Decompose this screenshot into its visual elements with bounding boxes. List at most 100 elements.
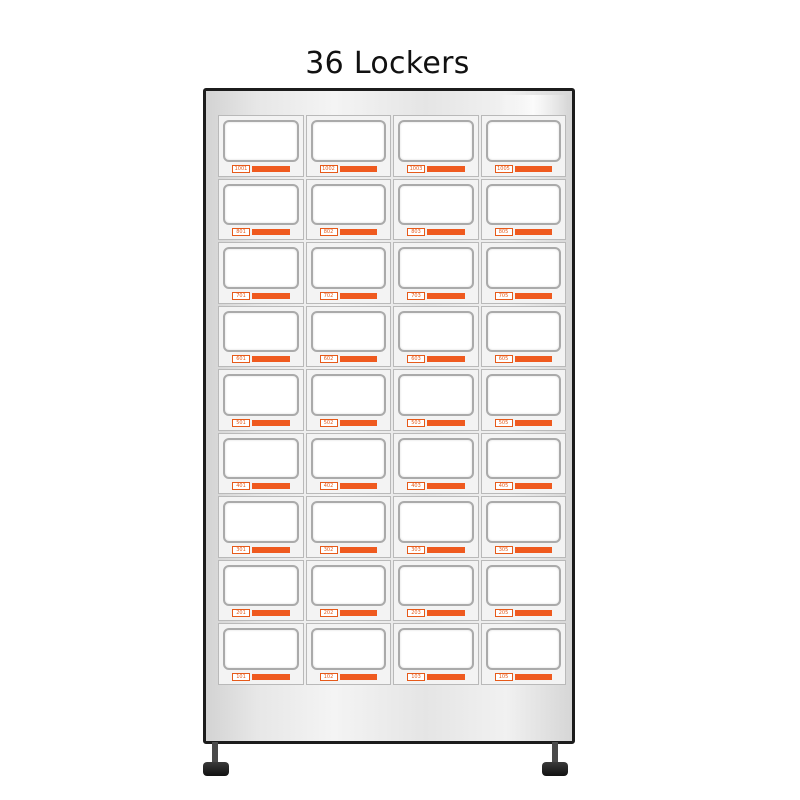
locker-door-panel [485,437,561,480]
locker-door[interactable]: 205 [480,559,566,622]
locker-door[interactable]: 1003 [393,115,479,177]
locker-orange-strip [252,292,290,299]
locker-orange-strip [252,229,290,236]
locker-number-label: 302 [319,545,338,554]
right-leg [552,742,558,764]
locker-number-label: 205 [494,609,513,618]
locker-door-panel [223,374,299,416]
locker-orange-strip [514,610,552,617]
locker-door[interactable]: 1002 [305,115,391,177]
locker-orange-strip [252,546,290,553]
locker-door[interactable]: 801 [218,178,304,241]
locker-number-label: 1003 [407,164,425,173]
locker-door[interactable]: 203 [393,559,479,622]
locker-door[interactable]: 303 [393,496,479,558]
right-foot [542,762,568,776]
locker-number-label: 703 [407,291,425,300]
locker-door-panel [310,437,386,480]
locker-door[interactable]: 502 [305,369,391,431]
locker-orange-strip [339,165,377,172]
locker-door-panel [310,501,386,543]
locker-door[interactable]: 1005 [480,115,566,177]
locker-door-panel [398,120,474,162]
locker-door[interactable]: 103 [393,623,479,685]
locker-number-label: 605 [494,355,513,364]
locker-orange-strip [514,419,552,426]
locker-door-panel [223,501,299,543]
locker-orange-strip [339,229,377,236]
locker-number-label: 702 [319,291,338,300]
locker-number-label: 505 [494,418,513,427]
locker-number-label: 603 [407,355,425,364]
locker-number-label: 301 [232,545,250,554]
locker-door[interactable]: 102 [305,623,391,685]
locker-number-label: 701 [232,291,250,300]
locker-number-label: 705 [494,291,513,300]
locker-door[interactable]: 301 [218,496,304,558]
locker-door[interactable]: 501 [218,369,304,431]
locker-door[interactable]: 702 [305,242,391,304]
locker-number-label: 201 [232,609,250,618]
locker-door[interactable]: 601 [218,305,304,368]
locker-door-panel [485,310,561,353]
locker-door[interactable]: 602 [305,305,391,368]
locker-door-panel [223,120,299,162]
locker-orange-strip [427,674,465,680]
locker-orange-strip [427,419,465,426]
locker-number-label: 805 [494,228,513,237]
locker-door[interactable]: 701 [218,242,304,304]
locker-door-panel [310,183,386,226]
locker-number-label: 1005 [494,164,513,173]
locker-door[interactable]: 202 [305,559,391,622]
locker-door-panel [398,501,474,543]
locker-door[interactable]: 705 [480,242,566,304]
locker-door[interactable]: 1001 [218,115,304,177]
locker-door-panel [223,437,299,480]
locker-door[interactable]: 201 [218,559,304,622]
locker-orange-strip [427,292,465,299]
locker-door-panel [223,628,299,670]
locker-number-label: 405 [494,482,513,491]
locker-door[interactable]: 401 [218,432,304,495]
locker-door[interactable]: 105 [480,623,566,685]
locker-door[interactable]: 101 [218,623,304,685]
locker-door-panel [485,564,561,607]
locker-door[interactable]: 403 [393,432,479,495]
locker-door-panel [485,628,561,670]
locker-door-panel [398,374,474,416]
locker-orange-strip [252,165,290,172]
locker-number-label: 1002 [319,164,338,173]
locker-door[interactable]: 405 [480,432,566,495]
locker-orange-strip [339,546,377,553]
locker-number-label: 303 [407,545,425,554]
locker-number-label: 403 [407,482,425,491]
locker-orange-strip [252,610,290,617]
locker-door[interactable]: 803 [393,178,479,241]
locker-door[interactable]: 805 [480,178,566,241]
locker-orange-strip [427,483,465,490]
locker-door[interactable]: 505 [480,369,566,431]
left-leg [212,742,218,764]
locker-door-panel [310,628,386,670]
locker-orange-strip [514,229,552,236]
locker-number-label: 801 [232,228,250,237]
locker-number-label: 602 [319,355,338,364]
locker-door[interactable]: 302 [305,496,391,558]
locker-door-panel [398,564,474,607]
locker-door[interactable]: 605 [480,305,566,368]
locker-door-panel [398,310,474,353]
locker-door-panel [310,374,386,416]
locker-door[interactable]: 703 [393,242,479,304]
locker-orange-strip [514,292,552,299]
locker-door-panel [398,437,474,480]
locker-door[interactable]: 603 [393,305,479,368]
locker-orange-strip [514,356,552,363]
locker-orange-strip [427,229,465,236]
locker-door[interactable]: 802 [305,178,391,241]
locker-number-label: 203 [407,609,425,618]
locker-orange-strip [252,483,290,490]
locker-door[interactable]: 402 [305,432,391,495]
locker-door[interactable]: 305 [480,496,566,558]
locker-door[interactable]: 503 [393,369,479,431]
locker-number-label: 502 [319,418,338,427]
